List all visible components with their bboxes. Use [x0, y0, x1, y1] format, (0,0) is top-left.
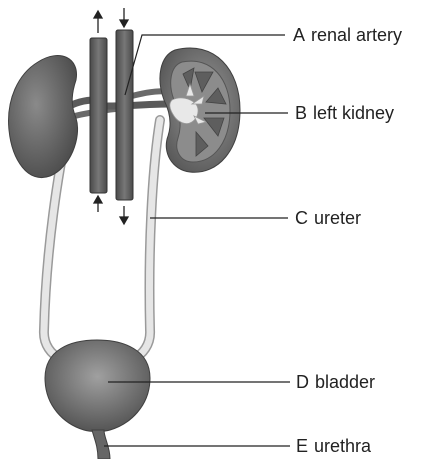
label-letter: E: [296, 436, 308, 456]
label-text: left kidney: [313, 103, 394, 123]
right-kidney: [9, 56, 78, 178]
label-text: renal artery: [311, 25, 402, 45]
aorta: [116, 30, 133, 200]
label-letter: D: [296, 372, 309, 392]
label-text: urethra: [314, 436, 371, 456]
bladder: [45, 340, 150, 432]
label-text: ureter: [314, 208, 361, 228]
label-text: bladder: [315, 372, 375, 392]
label-letter: A: [293, 25, 305, 45]
label-letter: C: [295, 208, 308, 228]
urethra: [92, 430, 110, 459]
up-arrow-icon: [94, 196, 102, 203]
down-arrow-icon: [120, 217, 128, 224]
down-arrow-icon: [120, 20, 128, 27]
label-letter: B: [295, 103, 307, 123]
up-arrow-icon: [94, 11, 102, 18]
vena-cava: [90, 38, 107, 193]
